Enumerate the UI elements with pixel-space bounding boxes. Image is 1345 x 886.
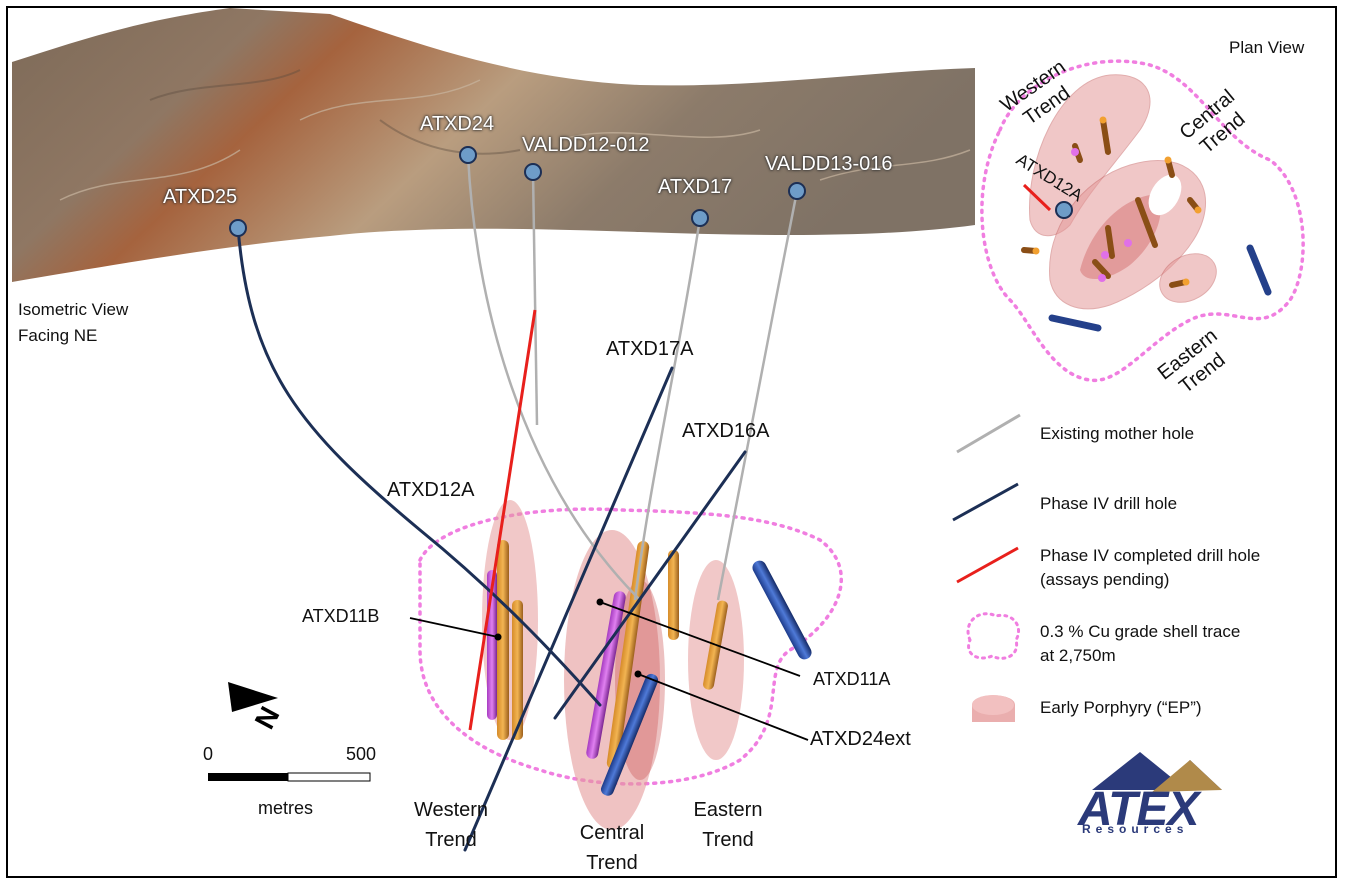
hole-label-atxd24ext: ATXD24ext (810, 728, 911, 751)
collar-label-valdd12-012: VALDD12-012 (522, 134, 649, 157)
collar-label-atxd25: ATXD25 (163, 186, 237, 209)
legend-item-grade-shell: 0.3 % Cu grade shell traceat 2,750m (1040, 620, 1240, 668)
north-letter: N (249, 702, 286, 734)
scale-bar (208, 773, 370, 781)
collar-label-atxd17: ATXD17 (658, 176, 732, 199)
north-arrow: N (228, 682, 286, 734)
hole-label-atxd11b: ATXD11B (302, 606, 379, 627)
isometric-view-facing: Facing NE (18, 326, 97, 346)
hole-label-atxd16a: ATXD16A (682, 420, 769, 443)
collar-label-atxd24: ATXD24 (420, 113, 494, 136)
hole-label-atxd11a: ATXD11A (813, 669, 890, 690)
scale-label-max: 500 (346, 744, 376, 765)
legend-symbols (953, 415, 1020, 722)
trend-label-western: WesternTrend (396, 795, 506, 855)
scale-label-unit: metres (258, 798, 313, 819)
collar-label-valdd13-016: VALDD13-016 (765, 153, 892, 176)
legend-item-phase-iv-drill-hole: Phase IV drill hole (1040, 494, 1177, 514)
legend-item-phase-iv-completed: Phase IV completed drill hole(assays pen… (1040, 544, 1260, 592)
logo-tagline: Resources (1082, 822, 1188, 836)
legend-item-existing-mother-hole: Existing mother hole (1040, 424, 1194, 444)
scale-label-zero: 0 (203, 744, 213, 765)
terrain-surface (12, 8, 975, 282)
isometric-view-title: Isometric View (18, 300, 128, 320)
hole-label-atxd12a: ATXD12A (387, 479, 474, 502)
hole-label-atxd17a: ATXD17A (606, 338, 693, 361)
trend-label-central: CentralTrend (557, 818, 667, 878)
trend-label-eastern: EasternTrend (673, 795, 783, 855)
legend-item-early-porphyry: Early Porphyry (“EP”) (1040, 698, 1202, 718)
plan-view-title: Plan View (1229, 38, 1304, 58)
